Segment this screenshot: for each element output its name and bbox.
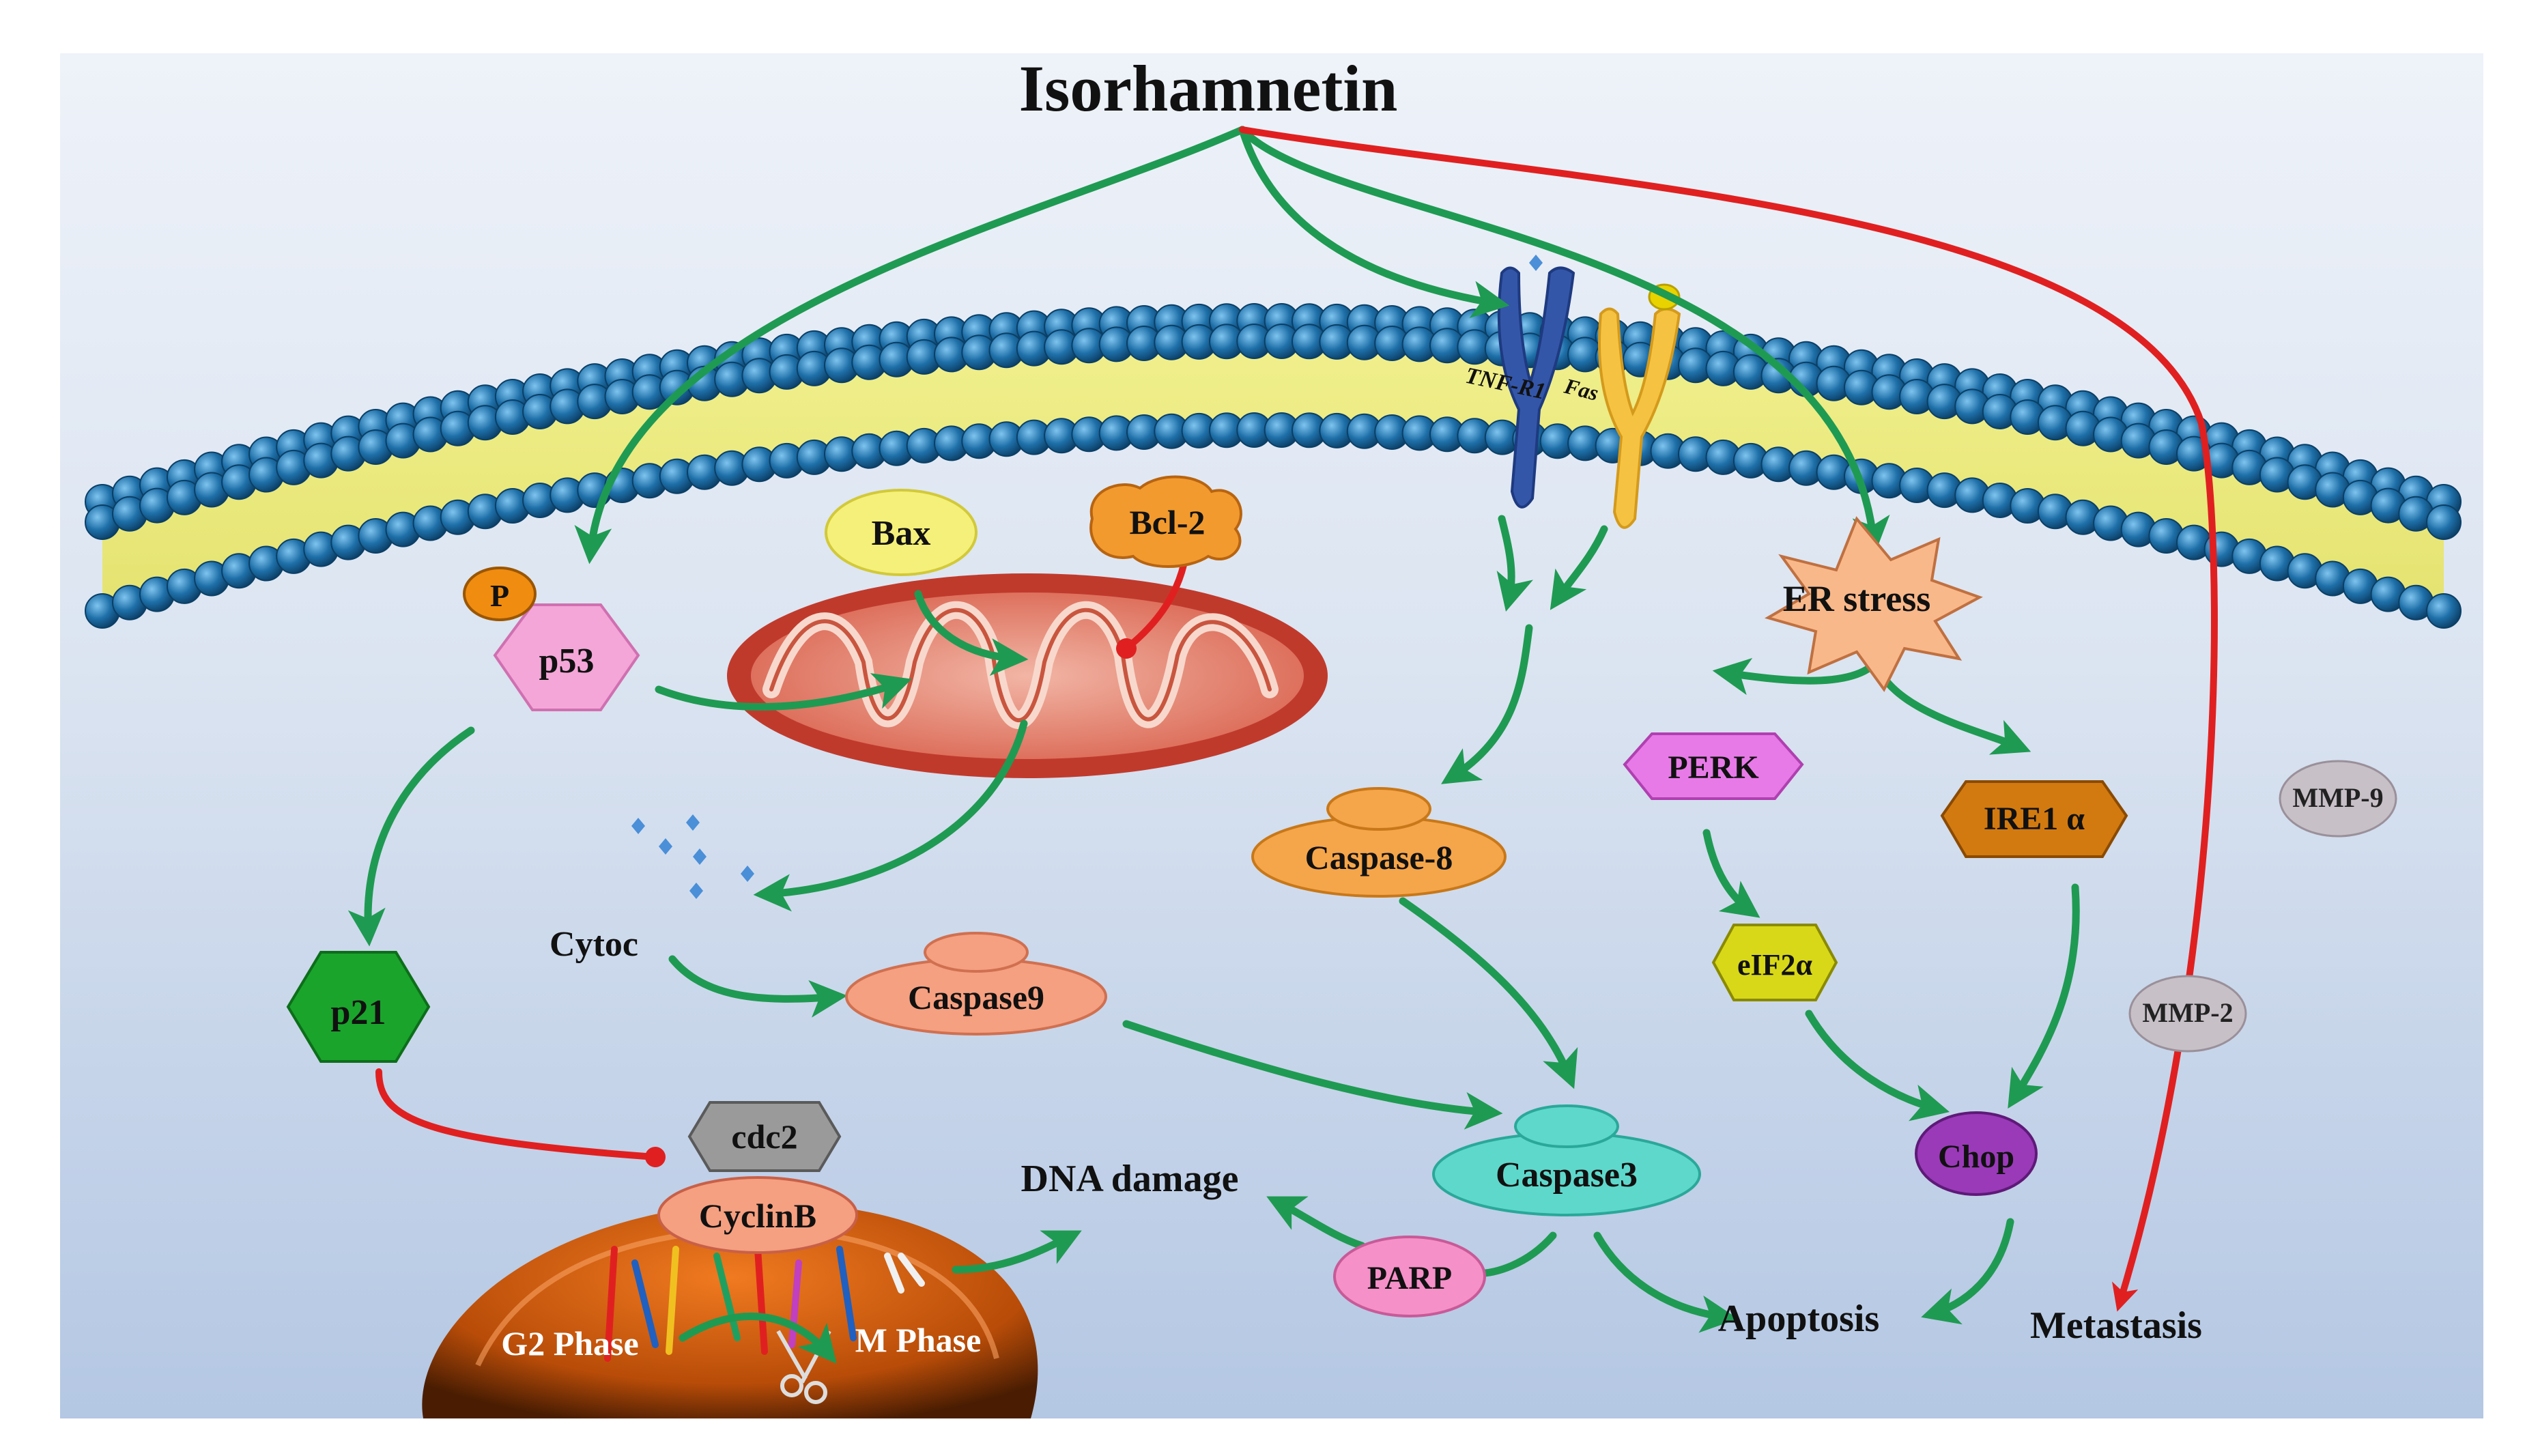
- cdc2-node: cdc2: [687, 1101, 842, 1172]
- apoptosis-label: Apoptosis: [1718, 1298, 1880, 1340]
- caspase8-node: Caspase-8: [1251, 787, 1507, 898]
- arrow-g2-to-m: [679, 1312, 837, 1364]
- parp-label: PARP: [1367, 1260, 1452, 1296]
- perk-node: PERK: [1623, 732, 1804, 800]
- cyclinb-label: CyclinB: [699, 1197, 816, 1235]
- er-stress-node: ER stress: [1764, 516, 1983, 692]
- dna-damage-label: DNA damage: [1021, 1158, 1239, 1200]
- p21-label: p21: [331, 993, 386, 1032]
- membrane-head: [2426, 504, 2462, 540]
- ire1-node: IRE1 α: [1940, 780, 2128, 858]
- metastasis-label: Metastasis: [2030, 1304, 2202, 1347]
- eif2a-node: eIF2α: [1711, 924, 1838, 1001]
- arrow-caspase3-to-apoptosis: [1593, 1231, 1739, 1333]
- cdc2-label: cdc2: [731, 1117, 797, 1156]
- background-panel: [60, 53, 2483, 1418]
- arrow-p53-to-mito: [655, 673, 912, 711]
- arrow-cytoc-to-caspase9: [668, 955, 848, 1018]
- lipid-tails: [102, 345, 2444, 601]
- parp-node: PARP: [1333, 1236, 1486, 1317]
- phospho-label: P: [490, 578, 509, 613]
- chop-label: Chop: [1938, 1139, 2014, 1175]
- caspase9-node: Caspase9: [845, 932, 1107, 1036]
- arrow-perk-to-eif2a: [1702, 829, 1760, 918]
- cyclinb-node: CyclinB: [657, 1176, 858, 1254]
- p53-label: p53: [539, 642, 595, 681]
- arrow-receptors-to-caspase8: [1441, 624, 1533, 784]
- arrow-isorhamnetin-to-er: [1238, 126, 1890, 554]
- arrow-isorhamnetin-to-p53: [574, 126, 1246, 565]
- cell-membrane: [85, 303, 2462, 629]
- arrow-p53-to-p21: [347, 726, 475, 947]
- bcl2-node: Bcl-2: [1089, 475, 1242, 568]
- phospho-node: P: [463, 567, 537, 621]
- g2-phase-label: G2 Phase: [501, 1324, 638, 1362]
- mmp2-label: MMP-2: [2142, 997, 2233, 1028]
- arrow-fas-down: [1550, 525, 1608, 610]
- membrane-head: [2426, 593, 2462, 629]
- arrow-bax-to-mito: [914, 590, 1029, 676]
- bcl2-label: Bcl-2: [1129, 503, 1205, 541]
- chop-node: Chop: [1915, 1111, 2038, 1196]
- membrane-phospholipid-heads: [85, 303, 2462, 629]
- cytochrome-c-molecules: [631, 255, 1543, 899]
- arrow-chop-to-apoptosis: [1921, 1218, 2014, 1325]
- arrow-parp-to-dna-damage: [1266, 1196, 1366, 1250]
- mitochondrion: [727, 573, 1328, 778]
- caspase3-node: Caspase3: [1432, 1104, 1701, 1216]
- bax-label: Bax: [872, 514, 931, 553]
- arrow-eif2a-to-chop: [1805, 1010, 1950, 1122]
- bax-node: Bax: [825, 489, 978, 576]
- er-stress-label: ER stress: [1783, 578, 1931, 619]
- p21-node: p21: [286, 951, 431, 1063]
- mmp9-label: MMP-9: [2292, 782, 2383, 813]
- caspase8-label: Caspase-8: [1305, 838, 1453, 876]
- mmp9-node: MMP-9: [2279, 760, 2397, 838]
- cytoc-label: Cytoc: [550, 925, 638, 964]
- arrow-isorhamnetin-to-metastasis: [1239, 126, 2218, 1312]
- caspase3-label: Caspase3: [1496, 1156, 1638, 1195]
- dna-strands: [604, 1246, 925, 1362]
- p53-node: p53: [493, 603, 640, 711]
- inhibit-cdc2: [375, 1068, 666, 1167]
- arrow-caspase8-to-caspase3: [1399, 897, 1578, 1089]
- tnf-r1-receptor: [1497, 266, 1575, 509]
- arrow-isorhamnetin-to-tnf: [1238, 126, 1510, 318]
- caspase9-label: Caspase9: [908, 978, 1044, 1016]
- m-phase-label: M Phase: [855, 1321, 982, 1359]
- arrow-tnf-down: [1496, 515, 1534, 612]
- activation-arrows: [347, 126, 2080, 1364]
- mmp2-node: MMP-2: [2128, 975, 2247, 1053]
- eif2a-label: eIF2α: [1737, 948, 1813, 982]
- perk-label: PERK: [1668, 750, 1758, 786]
- isorhamnetin-title: Isorhamnetin: [1019, 52, 1398, 125]
- arrow-mito-to-cytoc: [753, 719, 1028, 912]
- ire1-label: IRE1 α: [1984, 801, 2085, 837]
- arrow-caspase9-to-caspase3: [1122, 1020, 1503, 1130]
- arrow-ire1-to-chop: [2008, 883, 2080, 1109]
- arrow-nucleus-to-dna-damage: [952, 1230, 1082, 1274]
